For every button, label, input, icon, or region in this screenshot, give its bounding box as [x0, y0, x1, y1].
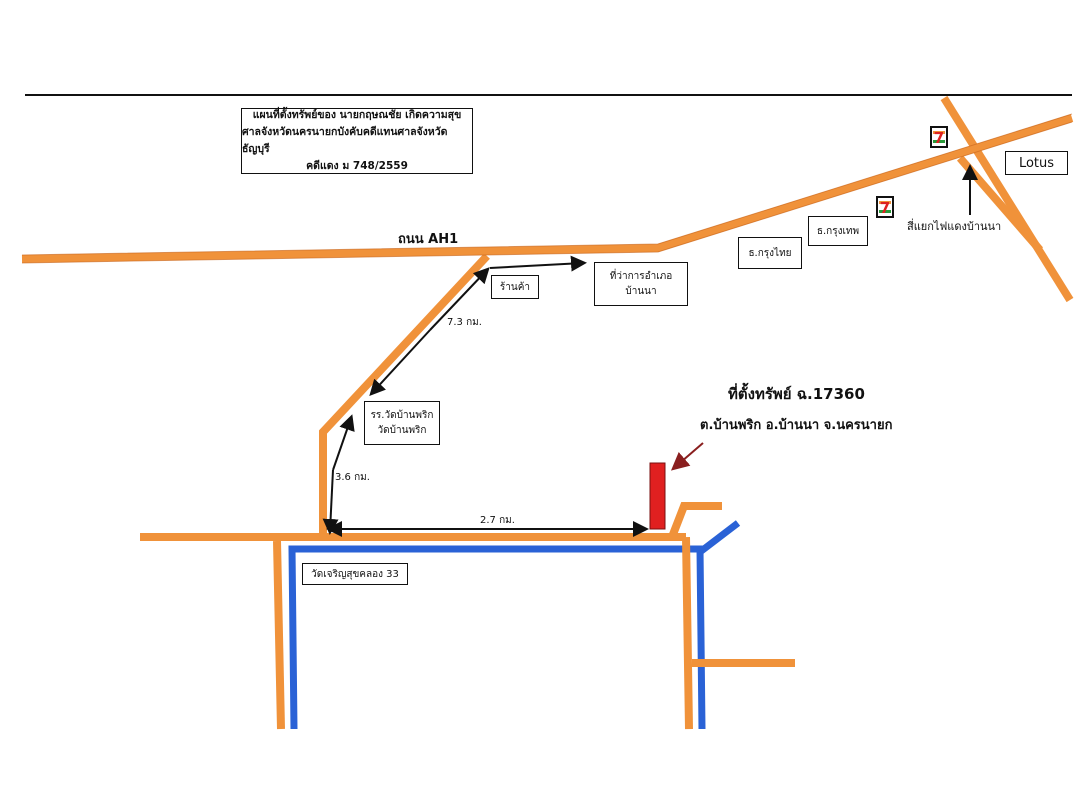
district-office-line-2: บ้านนา — [625, 286, 657, 297]
title-line-2: ศาลจังหวัดนครนายกบังคับคดีแทนศาลจังหวัดธ… — [242, 126, 448, 155]
road-west-south — [273, 540, 285, 730]
property-title: ที่ตั้งทรัพย์ ฉ.17360 — [728, 385, 865, 403]
canal-main — [288, 545, 706, 730]
distance-label-7-3: 7.3 กม. — [447, 317, 482, 328]
title-line-1: แผนที่ตั้งทรัพย์ของ นายกฤษณชัย เกิดความส… — [252, 109, 462, 121]
canal — [288, 520, 741, 730]
arrow-3-6km-b — [322, 469, 339, 535]
road-ah1 — [21, 114, 1074, 263]
intersection-label: สี่แยกไฟแดงบ้านนา — [907, 220, 1002, 233]
property-pointer-arrow — [670, 442, 704, 471]
title-line-3: คดีแดง ม 748/2559 — [306, 160, 408, 172]
school-temple-box: รร.วัดบ้านพริก วัดบ้านพริก — [364, 401, 440, 445]
roads — [21, 95, 1074, 730]
district-office-line-1: ที่ว่าการอำเภอ — [609, 271, 673, 282]
road-ah1-label: ถนน AH1 — [398, 232, 459, 247]
distance-label-2-7: 2.7 กม. — [480, 515, 515, 526]
road-east-stub — [668, 502, 722, 539]
bank-krungthai-box: ธ.กรุงไทย — [738, 237, 802, 269]
map-title-box: แผนที่ตั้งทรัพย์ของ นายกฤษณชัย เกิดความส… — [241, 108, 473, 174]
district-office-box: ที่ว่าการอำเภอ บ้านนา — [594, 262, 688, 306]
arrow-7-3km-b — [369, 329, 431, 396]
canal-label-box: วัดเจริญสุขคลอง 33 — [302, 563, 408, 585]
school-line-1: รร.วัดบ้านพริก — [370, 410, 434, 421]
seven-eleven-icon: 7 — [930, 126, 948, 148]
road-branch-south — [319, 253, 490, 537]
bank-krungthep-box: ธ.กรุงเทพ — [808, 216, 868, 246]
road-lotus-diagonal-1 — [940, 95, 1074, 303]
property-location: ต.บ้านพริก อ.บ้านนา จ.นครนายก — [700, 418, 893, 433]
property-marker — [649, 462, 666, 530]
arrow-3-6km-a — [332, 414, 355, 471]
school-line-2: วัดบ้านพริก — [377, 425, 427, 436]
arrow-7-3km-a — [429, 267, 490, 331]
canal-branch — [697, 520, 741, 555]
arrow-shop-to-office — [489, 255, 587, 272]
lotus-label-box: Lotus — [1005, 151, 1068, 175]
distance-label-3-6: 3.6 กม. — [335, 472, 370, 483]
seven-eleven-icon: 7 — [876, 196, 894, 218]
shop-box: ร้านค้า — [491, 275, 539, 299]
road-east-south — [682, 536, 693, 730]
